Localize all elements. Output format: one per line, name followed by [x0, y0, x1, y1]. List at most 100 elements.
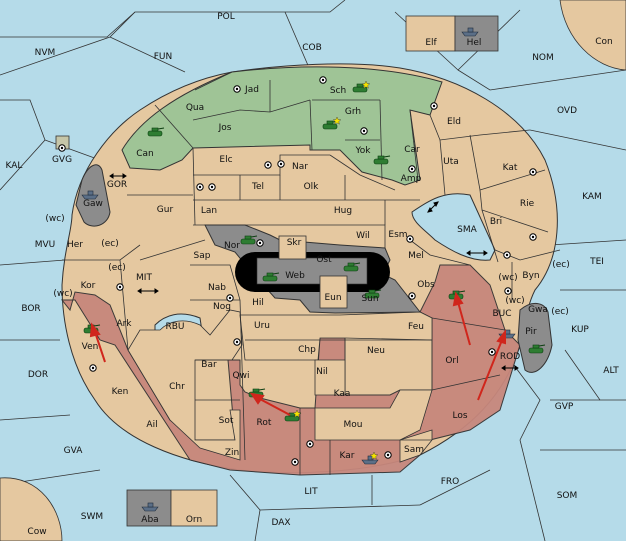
fleet-unit-icon[interactable] [141, 502, 159, 512]
land-eun[interactable] [319, 275, 348, 309]
label-bar: Bar [201, 360, 217, 370]
supply-center-dot [321, 78, 325, 82]
label-chp: Chp [298, 345, 316, 355]
supply-center-dot [531, 170, 535, 174]
supply-center-dot [198, 185, 202, 189]
label-can: Can [136, 149, 154, 159]
supply-center-dot [235, 340, 239, 344]
label-sap: Sap [194, 251, 211, 261]
region-green-north [121, 66, 443, 186]
label-orn: Orn [186, 515, 202, 525]
label-cow: Cow [27, 527, 46, 537]
supply-center-dot [210, 185, 214, 189]
label-uta: Uta [443, 157, 459, 167]
supply-center-dot [410, 294, 414, 298]
channel-arrows [109, 173, 519, 371]
supply-center-dot [258, 241, 262, 245]
label-ec2: (ec) [108, 263, 126, 273]
fleet-unit-icon[interactable] [461, 27, 479, 37]
label-gaw: Gaw [83, 199, 103, 209]
label-hel: Hel [467, 38, 482, 48]
label-zin: Zin [225, 448, 239, 458]
label-nog: Nog [213, 302, 231, 312]
label-kor: Kor [81, 281, 96, 291]
elf-hel-islands [405, 15, 499, 52]
land-orn[interactable] [170, 489, 218, 527]
army-unit-icon[interactable] [147, 127, 165, 137]
label-mel: Mel [408, 251, 424, 261]
label-ven: Ven [82, 342, 99, 352]
supply-center-dot [506, 289, 510, 293]
label-eld: Eld [447, 117, 461, 127]
label-esm: Esm [388, 230, 407, 240]
army-unit-icon[interactable] [364, 289, 382, 299]
label-gvg: GVG [52, 155, 72, 165]
supply-center-dot [118, 285, 122, 289]
army-unit-icon[interactable] [528, 344, 546, 354]
label-rot: Rot [257, 418, 272, 428]
label-ec1: (ec) [101, 239, 119, 249]
label-byn: Byn [522, 271, 539, 281]
star-icon [369, 451, 379, 460]
supply-centers [58, 76, 537, 466]
label-elf: Elf [425, 38, 437, 48]
label-rod: ROD [500, 352, 520, 362]
label-feu: Feu [408, 322, 424, 332]
label-kat: Kat [503, 163, 518, 173]
label-rie: Rie [520, 199, 535, 209]
star-icon [292, 409, 302, 418]
label-con: Con [595, 37, 613, 47]
label-lan: Lan [201, 206, 217, 216]
land-skr[interactable] [278, 235, 307, 260]
label-alt: ALT [603, 366, 619, 376]
label-nil: Nil [316, 367, 328, 377]
supply-center-dot [505, 253, 509, 257]
label-eun: Eun [324, 293, 341, 303]
label-gvp: GVP [555, 402, 574, 412]
label-mvu: MVU [35, 240, 56, 250]
label-los: Los [452, 411, 467, 421]
label-tel: Tel [251, 182, 264, 192]
army-unit-icon[interactable] [343, 262, 361, 272]
supply-center-dot [228, 296, 232, 300]
label-pol: POL [217, 12, 235, 22]
supply-center-dot [279, 162, 283, 166]
label-qua: Qua [186, 103, 204, 113]
label-mou: Mou [344, 420, 363, 430]
army-unit-icon[interactable] [322, 120, 340, 130]
label-cob: COB [302, 43, 322, 53]
label-bri: Bri [490, 217, 502, 227]
star-icon [361, 80, 371, 89]
label-kup: KUP [571, 325, 589, 335]
supply-center-dot [490, 350, 494, 354]
label-nom: NOM [532, 53, 554, 63]
supply-center-dot [386, 453, 390, 457]
region-pir[interactable] [517, 303, 553, 373]
province-borders [62, 71, 561, 475]
label-wc2: (wc) [498, 273, 517, 283]
neutral-inner [127, 309, 433, 463]
label-mit: MIT [136, 273, 152, 283]
label-buc: BUC [492, 309, 511, 319]
label-ovd: OVD [557, 106, 577, 116]
label-wc1: (wc) [45, 214, 64, 224]
star-icon [332, 116, 342, 125]
label-wil: Wil [356, 231, 370, 241]
label-nab: Nab [208, 283, 226, 293]
fleet-unit-icon[interactable] [81, 190, 99, 200]
label-her: Her [67, 240, 83, 250]
army-unit-icon[interactable] [373, 155, 391, 165]
move-arrows [89, 291, 506, 416]
land-elf[interactable] [405, 15, 456, 52]
label-nar: Nar [292, 162, 308, 172]
label-ken: Ken [112, 387, 129, 397]
label-neu: Neu [367, 346, 385, 356]
supply-center-dot [60, 146, 64, 150]
label-yok: Yok [354, 146, 371, 156]
label-gwa: Gwa [528, 305, 548, 315]
supply-center-dot [308, 442, 312, 446]
supply-center-dot [235, 87, 239, 91]
army-unit-icon[interactable] [262, 272, 280, 282]
army-unit-icon[interactable] [240, 235, 258, 245]
